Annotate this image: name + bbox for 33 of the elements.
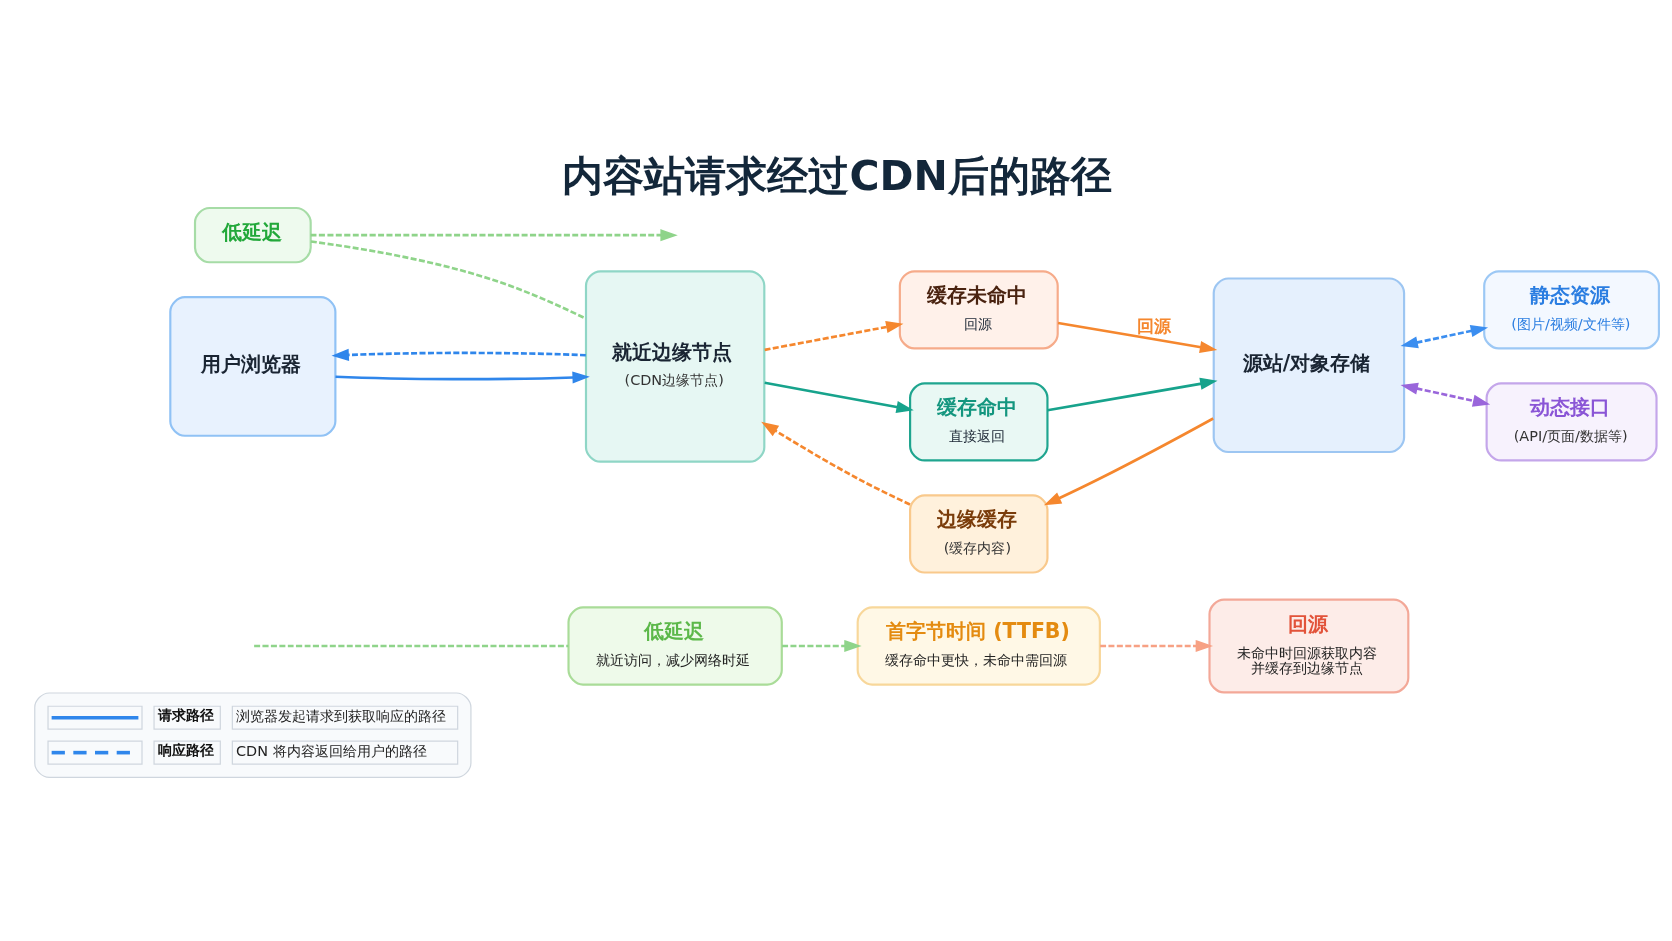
arrow xyxy=(764,380,914,413)
legend-label: 响应路径 xyxy=(157,741,214,758)
arrow xyxy=(1057,321,1218,353)
diagram-title: 内容站请求经过CDN后的路径 xyxy=(562,151,1112,200)
arrow xyxy=(1047,377,1218,412)
node-box: 缓存未命中 回源 xyxy=(898,269,1059,349)
node-box: 边缘缓存 (缓存内容) xyxy=(909,493,1049,574)
node-box: 低延迟 xyxy=(193,206,312,263)
node-box: 动态接口 (API/页面/数据等) xyxy=(1485,381,1658,462)
node-box: 低延迟 就近访问，减少网络时延 xyxy=(567,605,783,686)
arrow xyxy=(331,348,586,361)
arrow xyxy=(310,228,678,241)
node-box: 缓存命中 直接返回 xyxy=(909,381,1049,462)
edge-label: 回源 xyxy=(1137,315,1172,336)
node-box: 首字节时间 (TTFB) 缓存命中更快，未命中需回源 xyxy=(856,605,1101,686)
node-box: 源站/对象存储 xyxy=(1212,276,1406,453)
arrow xyxy=(761,421,911,506)
node-box: 回源 未命中时回源获取内容并缓存到边缘节点 xyxy=(1208,598,1410,693)
arrow xyxy=(1400,382,1491,407)
node-box: 静态资源 (图片/视频/文件等) xyxy=(1483,269,1660,349)
arrow xyxy=(335,370,590,384)
node-box: 就近边缘节点 (CDN边缘节点) xyxy=(584,269,766,463)
node-box: 用户浏览器 xyxy=(169,295,337,437)
arrow xyxy=(764,320,904,351)
label: CDN 将内容返回给用户的路径 xyxy=(235,742,427,759)
connector xyxy=(254,644,569,647)
label: 浏览器发起请求到获取响应的路径 xyxy=(235,707,446,724)
arrow xyxy=(1400,324,1489,348)
arrow xyxy=(782,639,862,652)
arrow xyxy=(1100,639,1214,652)
connector xyxy=(310,239,587,320)
legend-label: 请求路径 xyxy=(157,706,214,723)
arrow xyxy=(1043,416,1214,505)
